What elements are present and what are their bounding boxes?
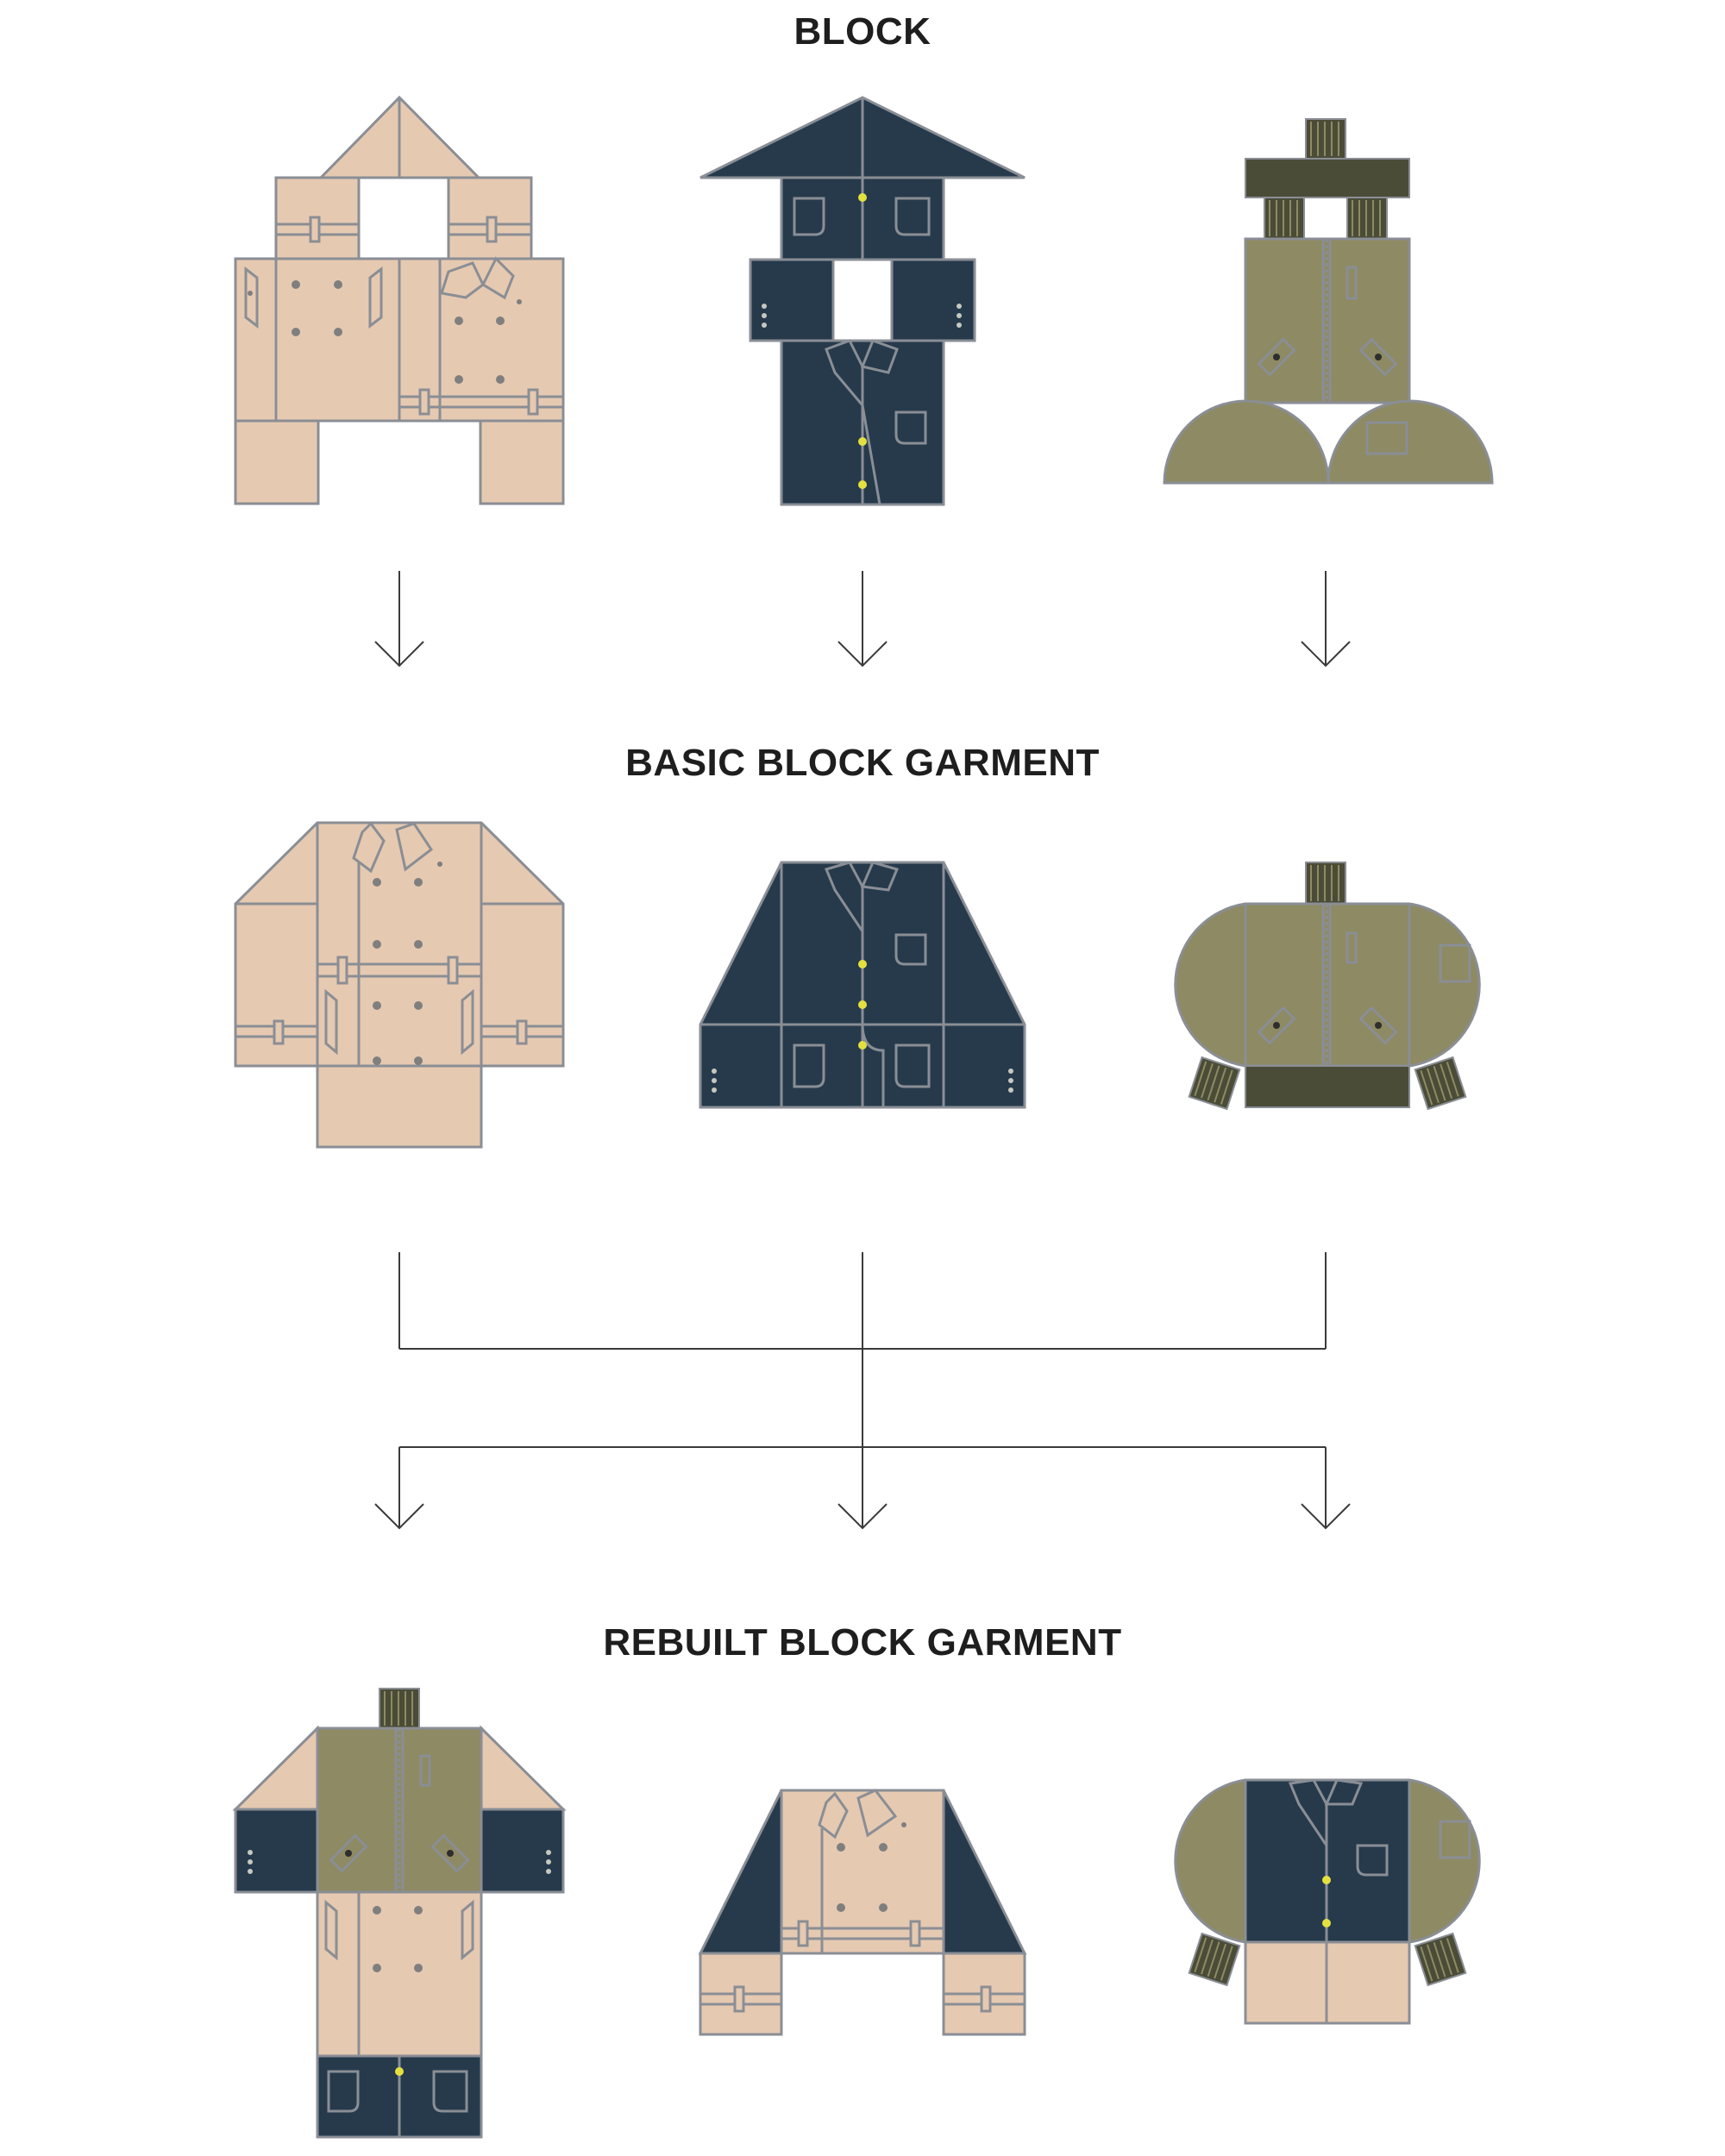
rib-stripes [1352, 200, 1381, 236]
bomber-block [1163, 118, 1494, 485]
bomber-basic [1174, 862, 1481, 1111]
rib-stripes [1310, 122, 1339, 156]
rib-stripes [1269, 200, 1298, 236]
rib-stripes [1194, 1061, 1233, 1105]
heading-basic-block-garment: BASIC BLOCK GARMENT [625, 742, 1100, 784]
trench-basic [234, 821, 565, 1149]
arrow-down-icon [374, 571, 424, 667]
rebuilt-garment-1 [232, 1688, 567, 2139]
arrow-down-icon [1301, 571, 1351, 667]
heading-rebuilt-block-garment: REBUILT BLOCK GARMENT [603, 1621, 1122, 1664]
rib-stripes [1310, 865, 1339, 901]
rebuilt-garment-3 [1174, 1778, 1481, 2025]
rib-stripes [1420, 1062, 1459, 1106]
rib-stripes [1420, 1938, 1459, 1982]
heading-block: BLOCK [794, 10, 932, 53]
rib-stripes [384, 1691, 413, 1726]
blazer-block [699, 96, 1026, 506]
rib-stripes [1194, 1937, 1233, 1981]
connector-lines [374, 1252, 1351, 1530]
blazer-basic [699, 861, 1026, 1109]
arrow-down-icon [837, 571, 888, 667]
rebuilt-garment-2 [698, 1789, 1027, 2036]
trench-block [234, 95, 565, 505]
